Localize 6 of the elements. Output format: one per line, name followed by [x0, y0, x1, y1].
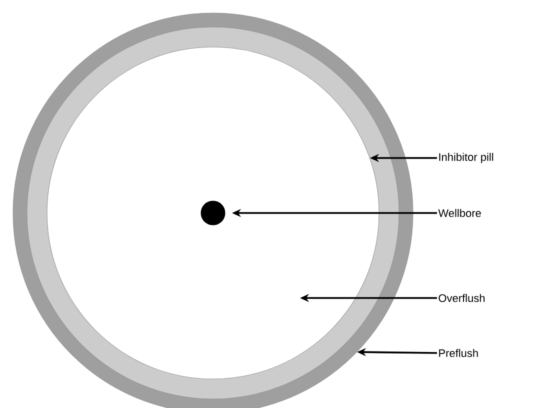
label: Inhibitor pill — [439, 152, 494, 164]
label: Wellbore — [438, 208, 481, 218]
wellbore-dot — [200, 200, 226, 226]
label: Overflush — [438, 294, 485, 302]
label: Preflush — [439, 348, 478, 358]
inner-disc — [46, 46, 380, 380]
